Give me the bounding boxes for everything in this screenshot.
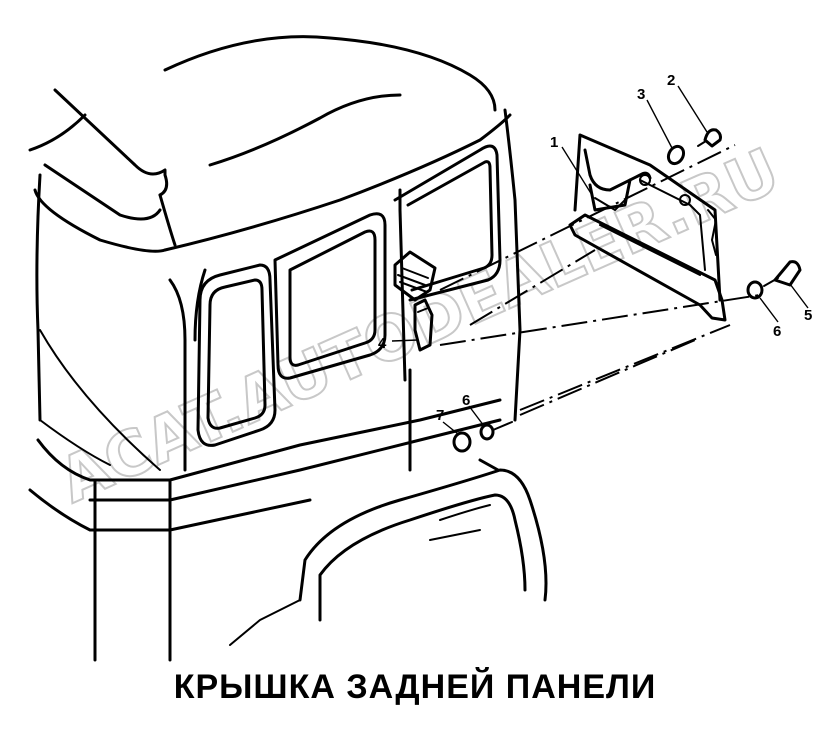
watermark: ACAT.AUTODEALER.RU xyxy=(48,133,791,518)
rear-panel-cover xyxy=(568,133,727,322)
washer-3 xyxy=(666,144,686,166)
leader-lines xyxy=(391,85,809,435)
cab-windows xyxy=(39,144,502,471)
washer-6-right xyxy=(746,280,764,300)
callout-6-right: 6 xyxy=(773,323,781,340)
callout-1: 1 xyxy=(550,134,558,151)
cab-body xyxy=(28,173,502,662)
bolt-2 xyxy=(703,128,722,148)
callout-6-left: 6 xyxy=(462,392,470,409)
watermark-text: ACAT.AUTODEALER.RU xyxy=(49,134,790,517)
callout-5: 5 xyxy=(804,307,812,324)
diagram-caption: КРЫШКА ЗАДНЕЙ ПАНЕЛИ xyxy=(173,668,657,706)
wheel-arch xyxy=(298,458,548,622)
bolt-5 xyxy=(773,260,802,287)
nut-7 xyxy=(452,431,472,453)
callout-3: 3 xyxy=(637,86,645,103)
washer-6-left xyxy=(479,423,495,441)
fasteners xyxy=(452,128,802,453)
assembly-axis-lines xyxy=(439,144,761,416)
callout-7: 7 xyxy=(436,407,444,424)
callout-2: 2 xyxy=(667,72,675,89)
cab-roof xyxy=(28,35,522,422)
latch-handle xyxy=(393,250,437,352)
callout-numbers: 1 2 3 4 5 6 6 7 xyxy=(378,72,812,424)
callout-4: 4 xyxy=(378,335,387,352)
